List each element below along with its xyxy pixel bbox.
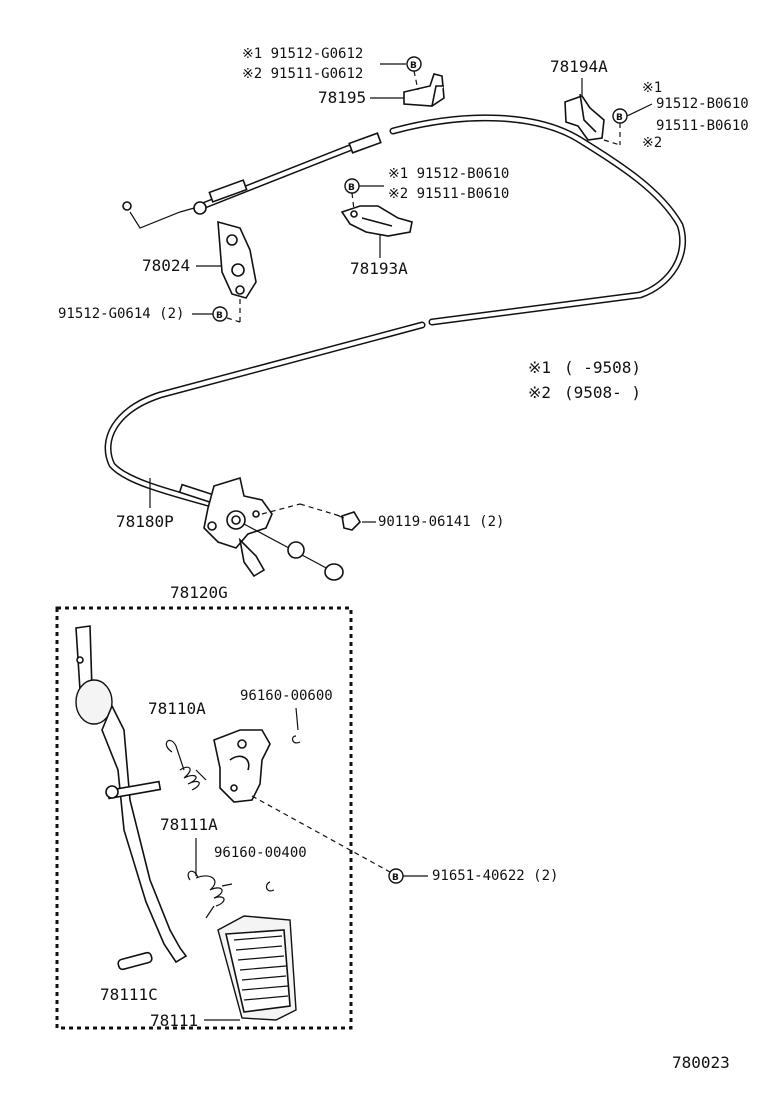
label-91512-G0614: 91512-G0614 (2) [58,306,184,322]
label-78194A: 78194A [550,57,608,76]
label-78120G: 78120G [170,583,228,602]
note-91511-G0612: ※2 91511-G0612 [242,66,363,82]
legend-range-1: ( -9508) [564,358,641,377]
bolt-symbol: B [388,868,404,884]
note2-mark-right: ※2 [642,135,662,151]
label-78110A: 78110A [148,699,206,718]
svg-text:B: B [216,311,223,321]
bracket-78024 [217,220,257,299]
pedal-bracket-plate [213,729,271,803]
cable-bracket-assembly [203,476,344,581]
spring-78111A [187,870,233,919]
note-91511-B0610-right: 91511-B0610 [656,118,749,134]
svg-text:B: B [616,113,623,123]
label-96160-00600: 96160-00600 [240,688,333,704]
label-78024: 78024 [142,256,190,275]
label-90119-06141: 90119-06141 (2) [378,514,504,530]
bolt-symbol: B [212,306,228,322]
svg-text:B: B [392,873,399,883]
label-78111C: 78111C [100,985,158,1004]
note-91512-B0610-mid: ※1 91512-B0610 [388,166,509,182]
label-96160-00400: 96160-00400 [214,845,307,861]
label-78195: 78195 [318,88,366,107]
legend-mark-2: ※2 [528,383,551,402]
pedal-arm [75,625,188,964]
clip-78193A [340,205,413,237]
note-91511-B0610-mid: ※2 91511-B0610 [388,186,509,202]
svg-text:B: B [410,61,417,71]
label-78111: 78111 [150,1011,198,1030]
pedal-pad-78111 [217,915,297,1021]
bolt-symbol: B [344,178,360,194]
svg-text:B: B [348,183,355,193]
legend-range-2: (9508- ) [564,383,641,402]
pin-78111C [117,951,153,971]
bolt-90119 [333,511,362,531]
spring-78110A [165,739,207,791]
legend-mark-1: ※1 [528,358,551,377]
note-91512-G0612: ※1 91512-G0612 [242,46,363,62]
accelerator-cable [104,114,687,509]
bracket-78194A [564,93,605,141]
bolt-symbol: B [612,108,628,124]
label-91651-40622: 91651-40622 (2) [432,868,558,884]
bracket-78195 [403,73,445,107]
label-78193A: 78193A [350,259,408,278]
note1-mark-right: ※1 [642,80,662,96]
assembly-78120G-outline [55,606,353,1030]
bolt-symbol: B [406,56,422,72]
label-78180P: 78180P [116,512,174,531]
note-91512-B0610-right: 91512-B0610 [656,96,749,112]
label-78111A: 78111A [160,815,218,834]
diagram-id: 780023 [672,1053,730,1072]
